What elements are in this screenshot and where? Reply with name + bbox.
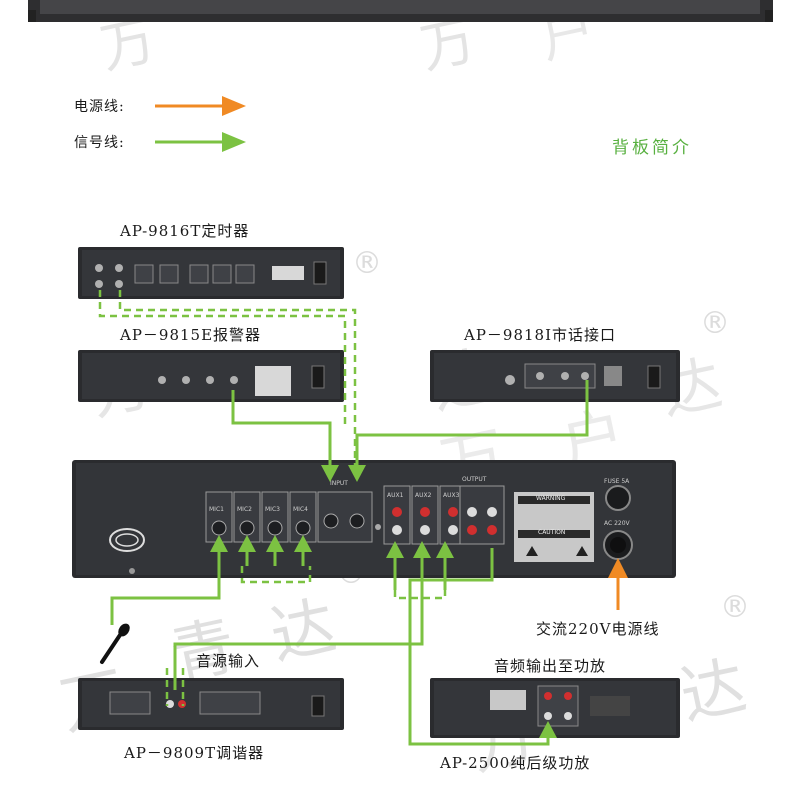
timer-device bbox=[78, 247, 344, 299]
panel-aux2-label: AUX2 bbox=[415, 492, 432, 499]
panel-aux1-label: AUX1 bbox=[387, 492, 404, 499]
audio-out-label: 音频输出至功放 bbox=[494, 657, 607, 675]
timer-label: AP-9816T定时器 bbox=[120, 222, 250, 240]
signal-arrowheads bbox=[210, 465, 557, 738]
phone-label: AP－9818I市话接口 bbox=[464, 326, 617, 344]
panel-fuse-label: FUSE 5A bbox=[604, 478, 630, 485]
legend-signal-arrow bbox=[155, 132, 246, 152]
legend-power-label: 电源线: bbox=[74, 99, 125, 115]
panel-input-label: INPUT bbox=[330, 480, 348, 487]
panel-output-label: OUTPUT bbox=[462, 476, 487, 483]
power-wire bbox=[608, 558, 628, 610]
alarm-device bbox=[78, 350, 344, 402]
section-title: 背板简介 bbox=[612, 138, 692, 158]
microphone-icon bbox=[100, 623, 130, 664]
amp-label: AP-2500纯后级功放 bbox=[440, 754, 591, 772]
ac-power-label: 交流220V电源线 bbox=[536, 620, 660, 638]
panel-mic4-label: MIC4 bbox=[293, 506, 308, 513]
panel-mic3-label: MIC3 bbox=[265, 506, 280, 513]
phone-interface-device bbox=[430, 350, 680, 402]
power-amplifier-device bbox=[430, 678, 680, 738]
signal-wires bbox=[110, 380, 589, 746]
panel-aux3-label: AUX3 bbox=[443, 492, 460, 499]
signal-wires-dashed bbox=[98, 290, 447, 706]
panel-caution-label: CAUTION bbox=[538, 529, 566, 536]
panel-mic1-label: MIC1 bbox=[209, 506, 224, 513]
alarm-label: AP－9815E报警器 bbox=[120, 326, 262, 344]
panel-ac-label: AC 220V bbox=[604, 520, 630, 527]
tuner-device bbox=[78, 678, 344, 730]
top-rack-unit bbox=[28, 0, 773, 22]
audio-in-label: 音源输入 bbox=[196, 652, 261, 670]
legend-signal-label: 信号线: bbox=[74, 135, 125, 151]
legend-power-arrow bbox=[155, 96, 246, 116]
tuner-label: AP－9809T调谐器 bbox=[124, 744, 265, 762]
panel-mic2-label: MIC2 bbox=[237, 506, 252, 513]
panel-warning-label: WARNING bbox=[536, 495, 566, 502]
main-amplifier-rear bbox=[72, 460, 676, 578]
